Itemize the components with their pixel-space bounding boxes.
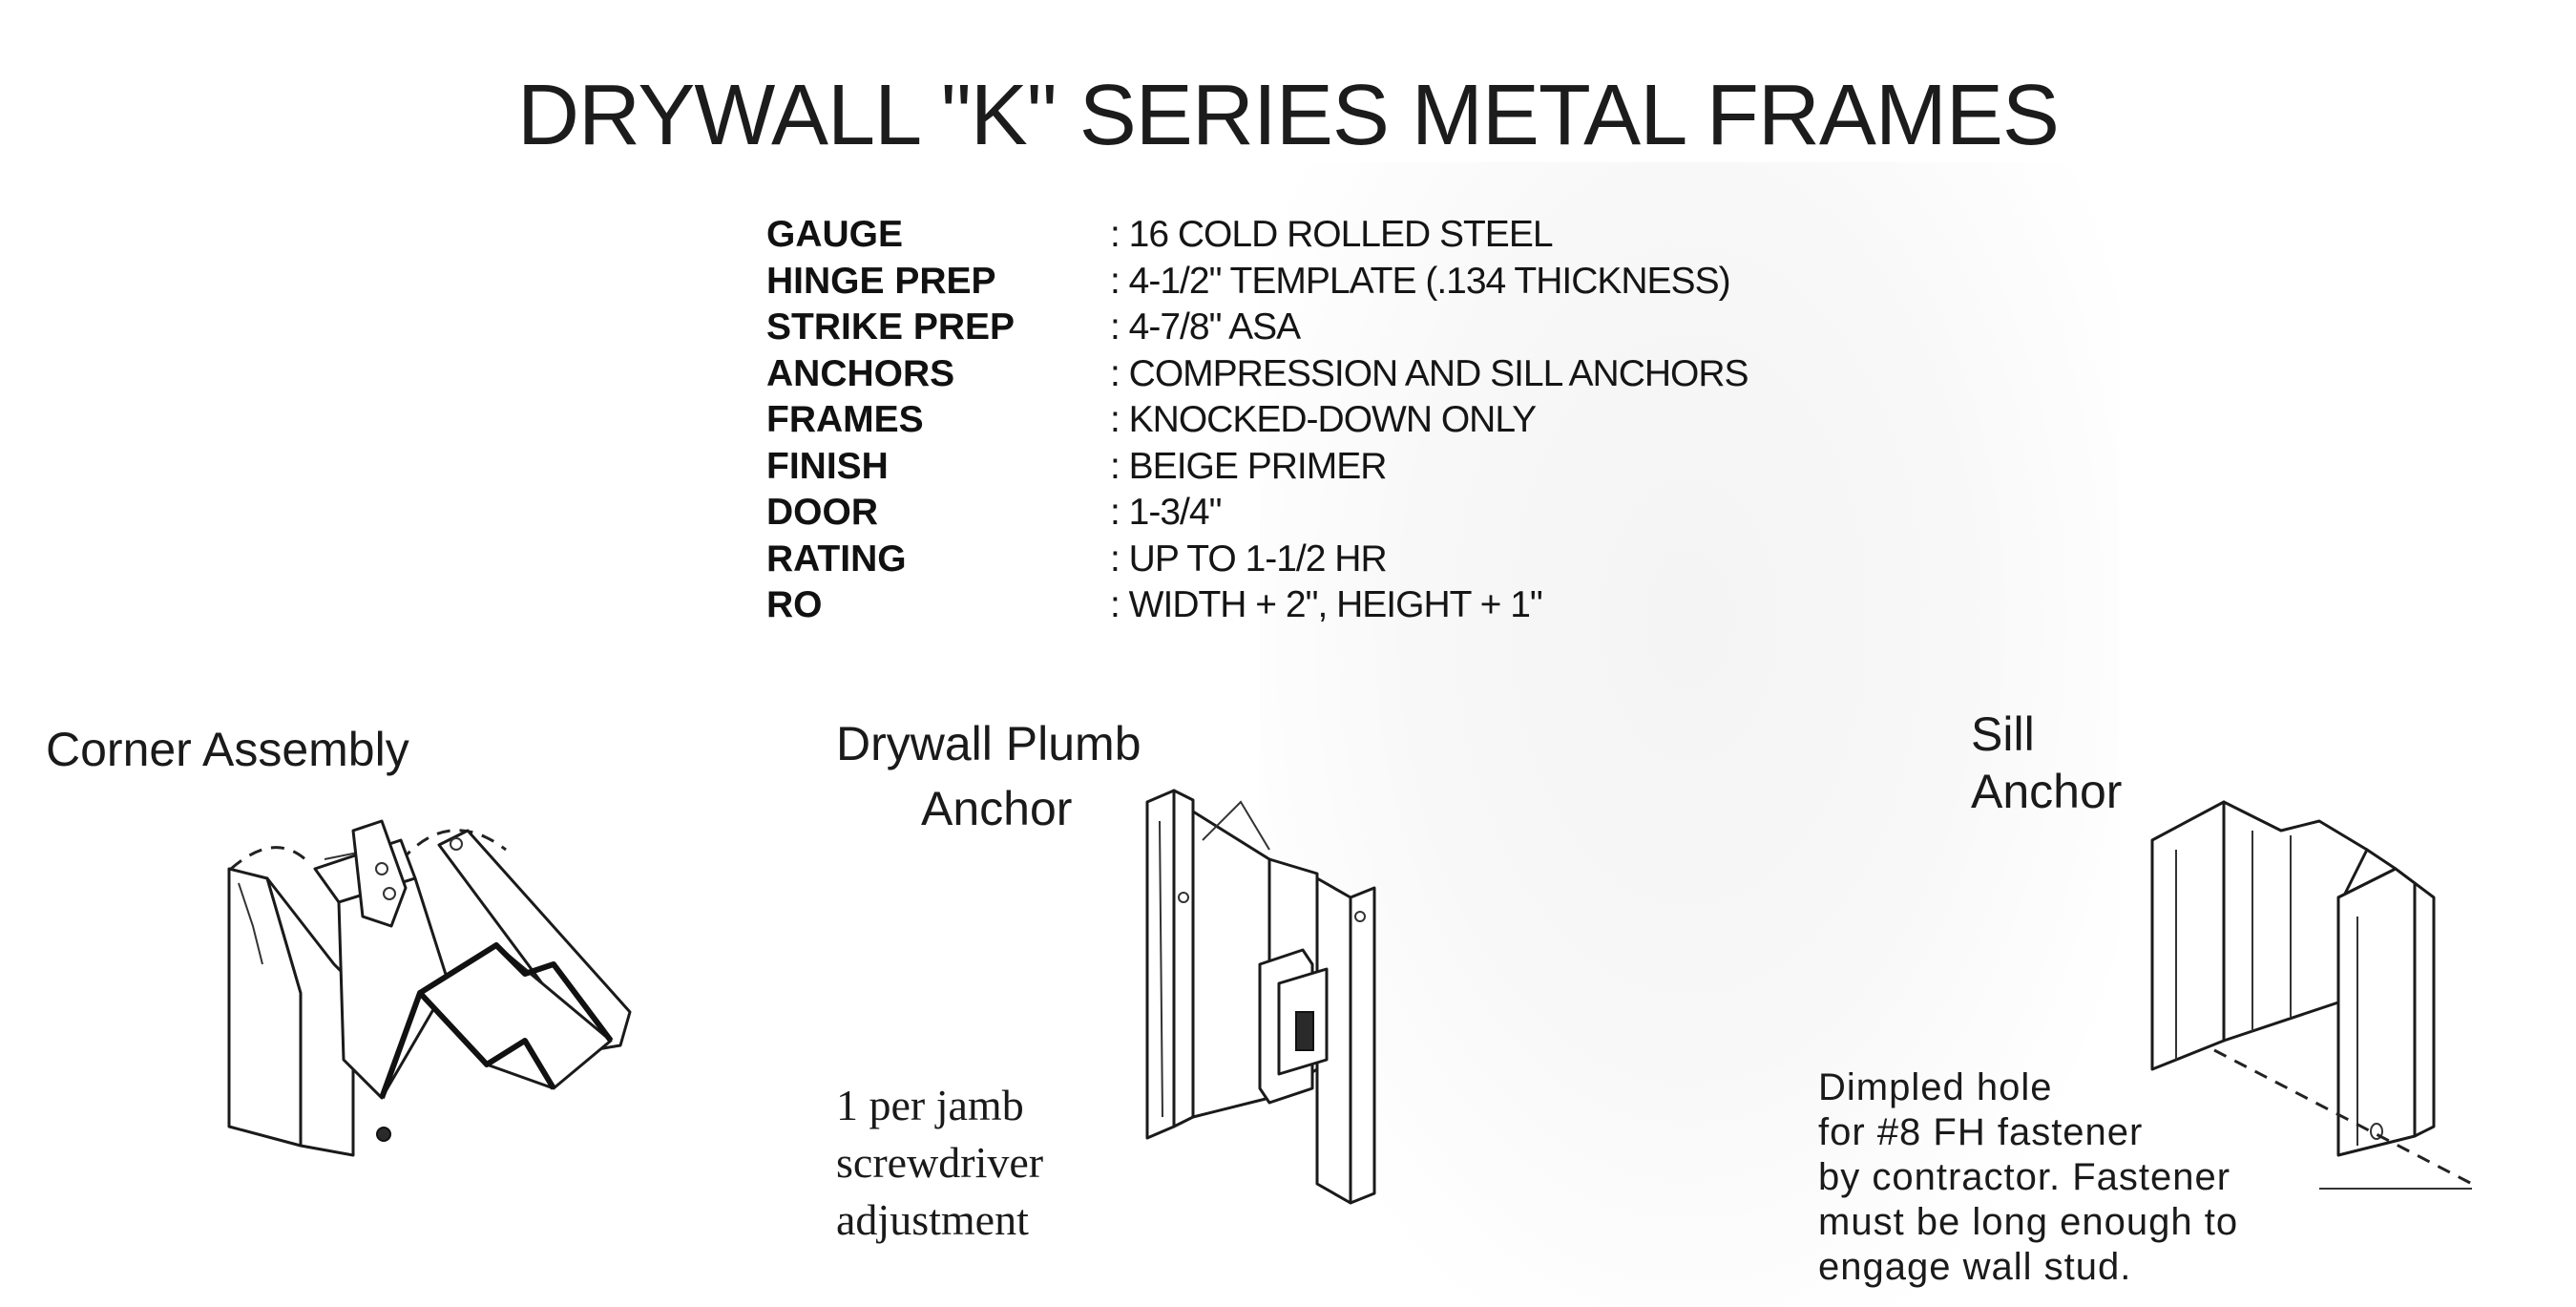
spec-value: : COMPRESSION AND SILL ANCHORS: [1110, 352, 1749, 394]
spec-row-rating: RATING : UP TO 1-1/2 HR: [766, 537, 1749, 583]
spec-label: GAUGE: [766, 214, 904, 255]
spec-label: ANCHORS: [766, 352, 955, 394]
spec-value: : WIDTH + 2", HEIGHT + 1": [1110, 584, 1543, 625]
spec-value: : KNOCKED-DOWN ONLY: [1110, 399, 1537, 440]
spec-label: DOOR: [766, 492, 878, 533]
spec-value: : 4-1/2" TEMPLATE (.134 THICKNESS): [1110, 260, 1731, 302]
spec-row-hinge-prep: HINGE PREP : 4-1/2" TEMPLATE (.134 THICK…: [766, 259, 1749, 306]
spec-table: GAUGE : 16 COLD ROLLED STEEL HINGE PREP …: [766, 212, 1749, 629]
spec-value: : 1-3/4": [1110, 492, 1222, 533]
plumb-anchor-caption-line1: Drywall Plumb: [836, 717, 1141, 770]
plumb-anchor-caption-line2: Anchor: [921, 782, 1073, 835]
spec-label: HINGE PREP: [766, 260, 996, 302]
plumb-anchor-note: 1 per jamb screwdriver adjustment: [836, 1077, 1043, 1249]
spec-value: : 4-7/8" ASA: [1110, 306, 1301, 348]
spec-label: STRIKE PREP: [766, 306, 1016, 348]
note-line: must be long enough to: [1818, 1201, 2239, 1243]
sill-anchor-caption-line2: Anchor: [1971, 765, 2123, 818]
spec-value: : 16 COLD ROLLED STEEL: [1110, 214, 1554, 255]
document-title: DRYWALL "K" SERIES METAL FRAMES: [517, 68, 2060, 163]
spec-label: RATING: [766, 538, 907, 580]
corner-assembly-drawing: [227, 819, 632, 1157]
spec-row-ro: RO : WIDTH + 2", HEIGHT + 1": [766, 582, 1749, 629]
note-line: 1 per jamb: [836, 1081, 1024, 1129]
sill-anchor-note: Dimpled hole for #8 FH fastener by contr…: [1818, 1065, 2238, 1290]
spec-row-anchors: ANCHORS : COMPRESSION AND SILL ANCHORS: [766, 351, 1749, 398]
spec-row-door: DOOR : 1-3/4": [766, 490, 1749, 537]
note-line: Dimpled hole: [1818, 1066, 2053, 1108]
spec-row-strike-prep: STRIKE PREP : 4-7/8" ASA: [766, 305, 1749, 351]
spec-label: FRAMES: [766, 399, 924, 440]
note-line: engage wall stud.: [1818, 1246, 2132, 1288]
spec-value: : BEIGE PRIMER: [1110, 445, 1387, 487]
note-line: for #8 FH fastener: [1818, 1111, 2144, 1153]
sill-anchor-drawing: [2150, 800, 2473, 1190]
note-line: adjustment: [836, 1195, 1029, 1244]
spec-row-finish: FINISH : BEIGE PRIMER: [766, 444, 1749, 491]
sill-anchor-caption-line1: Sill: [1971, 707, 2035, 761]
spec-label: FINISH: [766, 445, 889, 487]
spec-label: RO: [766, 584, 823, 625]
corner-assembly-caption: Corner Assembly: [46, 723, 409, 776]
scan-background-shade: [1260, 162, 2119, 1307]
note-line: screwdriver: [836, 1138, 1044, 1187]
spec-row-frames: FRAMES : KNOCKED-DOWN ONLY: [766, 397, 1749, 444]
note-line: by contractor. Fastener: [1818, 1156, 2231, 1198]
spec-value: : UP TO 1-1/2 HR: [1110, 538, 1388, 580]
plumb-anchor-drawing: [1145, 789, 1376, 1205]
spec-row-gauge: GAUGE : 16 COLD ROLLED STEEL: [766, 212, 1749, 259]
